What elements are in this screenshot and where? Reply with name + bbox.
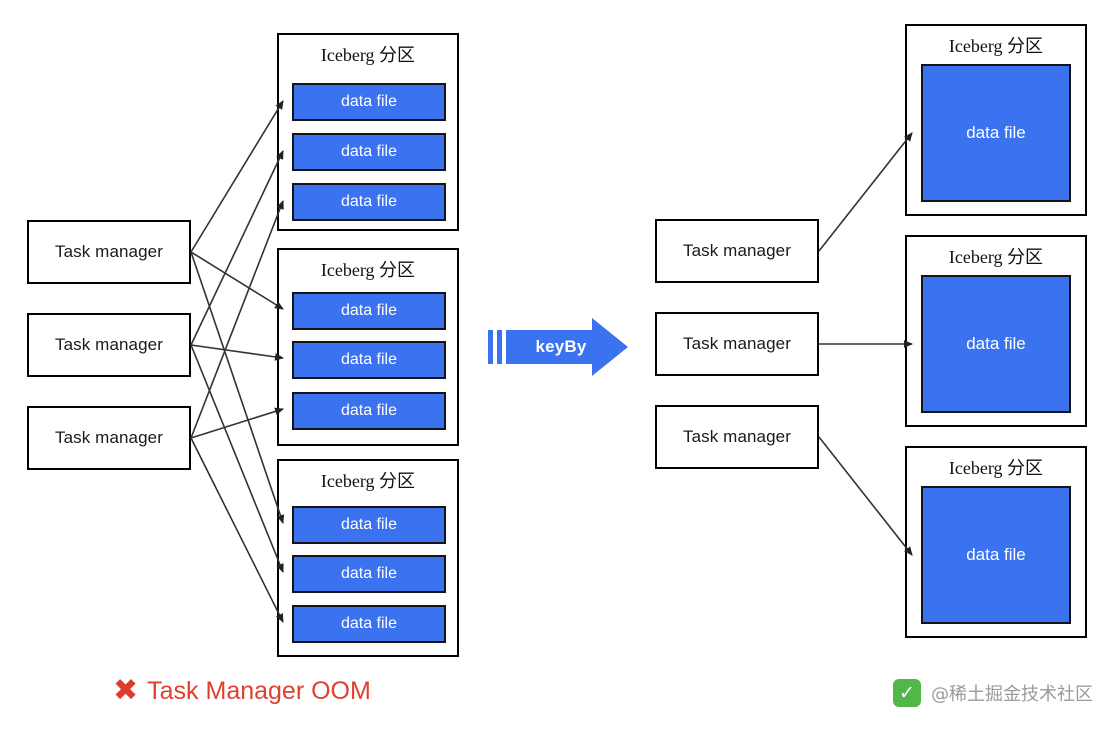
oom-caption: ✖ Task Manager OOM xyxy=(113,676,371,706)
watermark: ✓ @稀土掘金技术社区 xyxy=(893,679,1093,707)
data-file-label: data file xyxy=(966,123,1026,142)
left-partition-1-title: Iceberg 分区 xyxy=(320,45,416,65)
left-partition-3-data-file-1: data file xyxy=(292,506,446,544)
right-iceberg-partition-2: Iceberg 分区 data file xyxy=(905,235,1087,427)
data-file-label: data file xyxy=(340,615,398,632)
right-partition-3-data-file: data file xyxy=(921,486,1071,624)
left-partition-1-data-file-3: data file xyxy=(292,183,446,221)
data-file-label: data file xyxy=(340,302,398,319)
left-task-manager-1-label: Task manager xyxy=(55,242,163,261)
left-task-manager-1: Task manager xyxy=(27,220,191,284)
data-file-label: data file xyxy=(340,402,398,419)
left-task-manager-2: Task manager xyxy=(27,313,191,377)
data-file-label: data file xyxy=(966,334,1026,353)
data-file-label: data file xyxy=(340,193,398,210)
left-partition-2-data-file-1: data file xyxy=(292,292,446,330)
right-task-manager-1: Task manager xyxy=(655,219,819,283)
right-task-manager-1-label: Task manager xyxy=(683,241,791,260)
data-file-label: data file xyxy=(340,93,398,110)
left-partition-1-data-file-2: data file xyxy=(292,133,446,171)
left-task-manager-3: Task manager xyxy=(27,406,191,470)
edge-rtm1-rp1 xyxy=(818,132,913,252)
oom-caption-text: Task Manager OOM xyxy=(147,676,371,705)
edge-tm2-p2f2 xyxy=(190,344,284,361)
data-file-label: data file xyxy=(966,545,1026,564)
right-task-manager-3-label: Task manager xyxy=(683,427,791,446)
edge-tm1-p3f1 xyxy=(190,251,285,524)
left-partition-3-title: Iceberg 分区 xyxy=(320,471,416,491)
edge-tm3-p3f3 xyxy=(190,437,284,623)
right-task-manager-2-label: Task manager xyxy=(683,334,791,353)
right-partition-1-title: Iceberg 分区 xyxy=(948,36,1044,56)
edge-tm1-p1f1 xyxy=(190,100,284,253)
edge-rtm3-rp3 xyxy=(818,436,913,556)
check-icon: ✓ xyxy=(893,679,921,707)
data-file-label: data file xyxy=(340,565,398,582)
left-iceberg-partition-1: Iceberg 分区 data file data file data file xyxy=(277,33,459,231)
data-file-label: data file xyxy=(340,516,398,533)
watermark-text: @稀土掘金技术社区 xyxy=(931,684,1093,705)
left-partition-2-title: Iceberg 分区 xyxy=(320,260,416,280)
edge-tm1-p2f1 xyxy=(190,251,284,310)
cross-icon: ✖ xyxy=(113,674,139,707)
left-task-manager-2-label: Task manager xyxy=(55,335,163,354)
left-partition-2-data-file-2: data file xyxy=(292,341,446,379)
right-partition-1-data-file: data file xyxy=(921,64,1071,202)
edge-tm2-p3f2 xyxy=(190,344,284,573)
right-iceberg-partition-3: Iceberg 分区 data file xyxy=(905,446,1087,638)
right-partition-3-title: Iceberg 分区 xyxy=(948,458,1044,478)
right-iceberg-partition-1: Iceberg 分区 data file xyxy=(905,24,1087,216)
left-partition-1-data-file-1: data file xyxy=(292,83,446,121)
left-partition-2-data-file-3: data file xyxy=(292,392,446,430)
left-partition-3-data-file-3: data file xyxy=(292,605,446,643)
data-file-label: data file xyxy=(340,143,398,160)
edge-tm3-p2f3 xyxy=(190,407,284,439)
left-iceberg-partition-2: Iceberg 分区 data file data file data file xyxy=(277,248,459,446)
data-file-label: data file xyxy=(340,351,398,368)
right-partition-2-data-file: data file xyxy=(921,275,1071,413)
edge-tm2-p1f2 xyxy=(190,150,284,346)
left-iceberg-partition-3: Iceberg 分区 data file data file data file xyxy=(277,459,459,657)
left-task-manager-3-label: Task manager xyxy=(55,428,163,447)
left-partition-3-data-file-2: data file xyxy=(292,555,446,593)
right-partition-2-title: Iceberg 分区 xyxy=(948,247,1044,267)
right-task-manager-3: Task manager xyxy=(655,405,819,469)
right-task-manager-2: Task manager xyxy=(655,312,819,376)
keyby-arrow: keyBy xyxy=(488,318,628,376)
edge-tm3-p1f3 xyxy=(190,200,284,439)
keyby-label: keyBy xyxy=(535,337,587,356)
